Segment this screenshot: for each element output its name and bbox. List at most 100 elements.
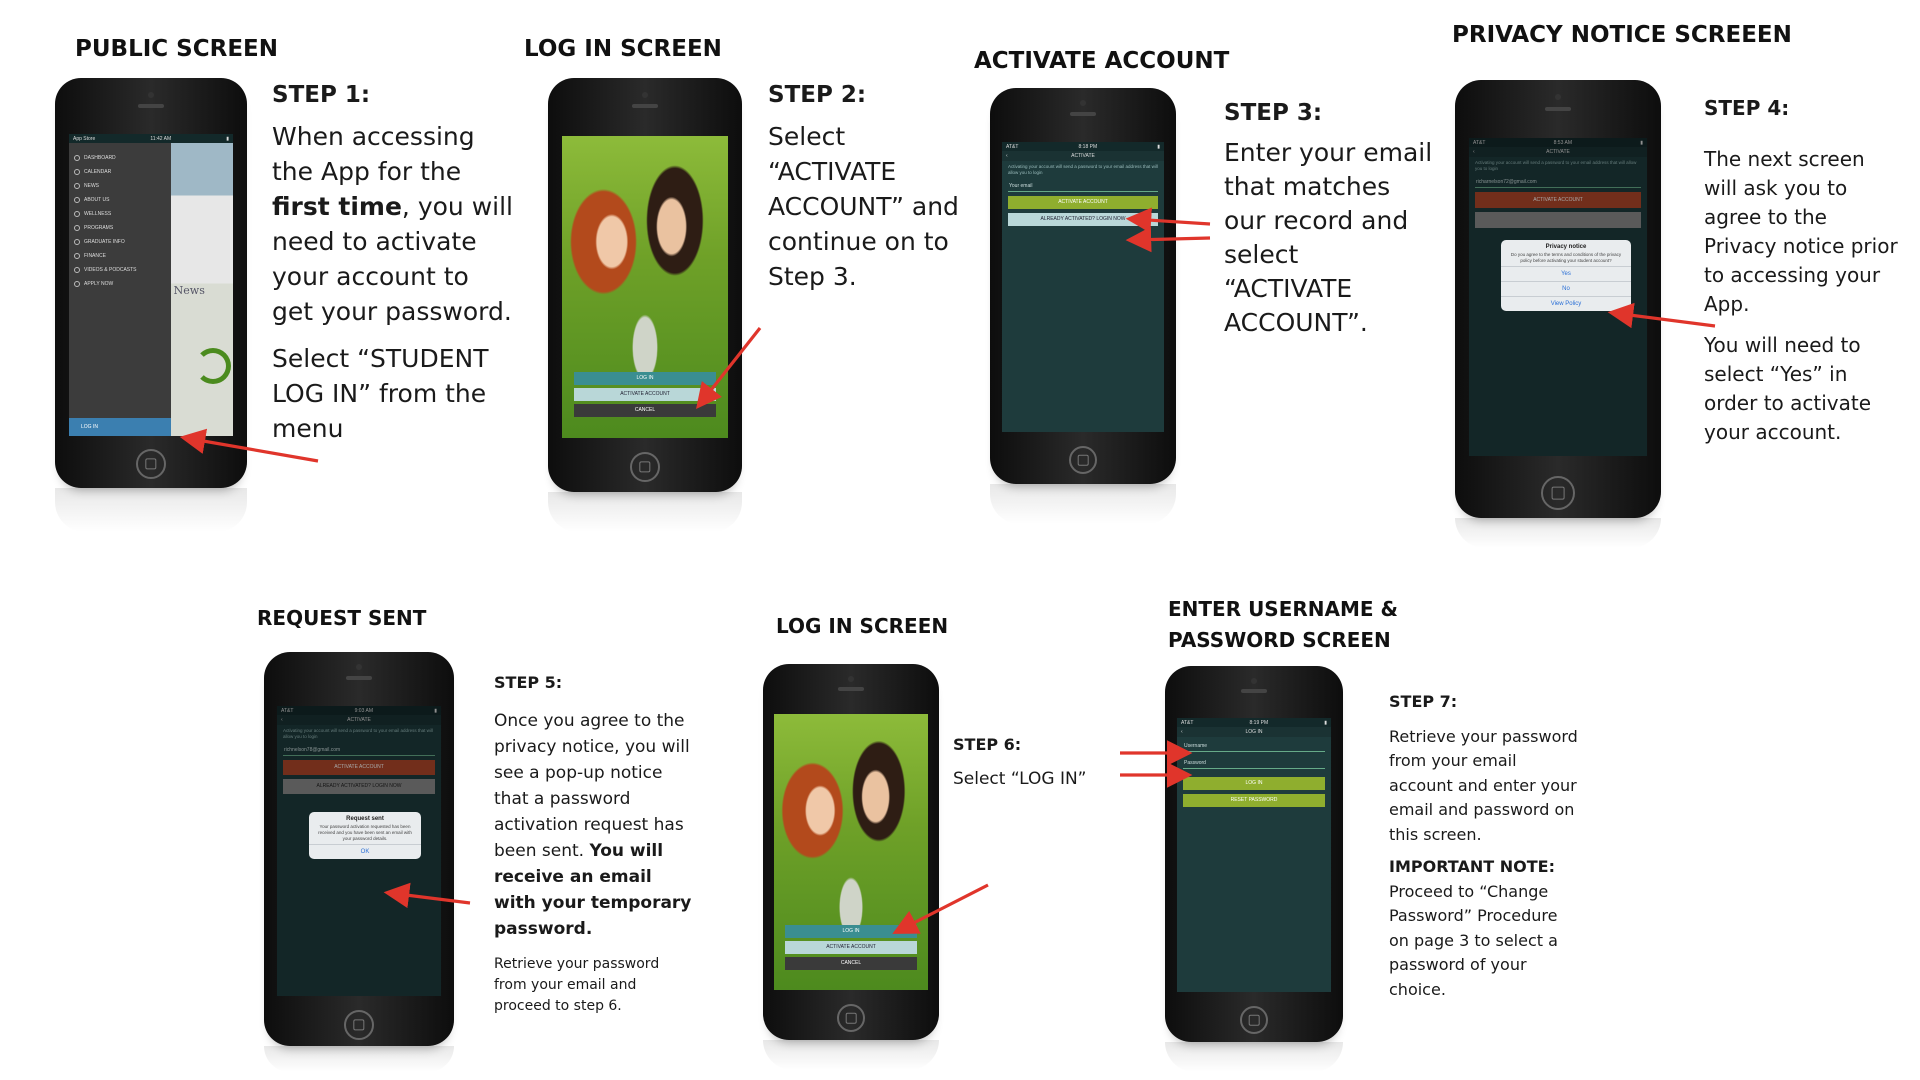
request-ok-button[interactable]: OK — [309, 844, 421, 859]
phone-speaker — [1070, 112, 1096, 116]
step-7-heading: STEP 7: — [1389, 692, 1458, 711]
step-1-p1-bold: first time — [272, 192, 402, 221]
step-5-text: STEP 5: Once you agree to the privacy no… — [494, 670, 694, 1029]
already-activated-button[interactable]: ALREADY ACTIVATED? LOGIN NOW — [283, 779, 435, 794]
title-activate-account: ACTIVATE ACCOUNT — [974, 48, 1230, 74]
email-field[interactable]: Your email — [1008, 181, 1158, 192]
activate-account-button[interactable]: ACTIVATE ACCOUNT — [573, 387, 717, 401]
request-dialog-title: Request sent — [346, 816, 384, 822]
status-time: 8:53 AM — [1553, 139, 1572, 146]
title-line-1: ENTER USERNAME & — [1168, 597, 1398, 621]
phone-camera — [1555, 94, 1561, 100]
step-4-text: STEP 4: The next screen will ask you to … — [1704, 94, 1904, 459]
step-6-paragraph: Select “LOG IN” — [953, 769, 1087, 789]
cancel-button[interactable]: CANCEL — [784, 957, 918, 971]
step-1-p1-a: When accessing the App for the — [272, 122, 475, 186]
phone-camera — [642, 92, 648, 98]
menu-login-item[interactable]: LOG IN — [69, 418, 171, 436]
nav-bar: ‹ACTIVATE — [1469, 147, 1647, 157]
already-activated-button[interactable]: ALREADY ACTIVATED? LOGIN NOW — [1008, 213, 1158, 226]
username-field[interactable]: Username — [1183, 741, 1325, 752]
home-button[interactable] — [837, 1004, 865, 1032]
status-time: 8:19 PM — [1249, 719, 1269, 726]
menu-item-icon — [74, 239, 80, 245]
step-5-p1-a: Once you agree to the privacy notice, yo… — [494, 711, 690, 861]
home-button[interactable] — [344, 1010, 374, 1040]
nav-title: ACTIVATE — [347, 717, 371, 723]
home-button[interactable] — [136, 449, 166, 479]
home-button[interactable] — [1541, 476, 1575, 510]
step-1-heading: STEP 1: — [272, 82, 371, 108]
home-button[interactable] — [1069, 446, 1097, 474]
phone-reflection — [548, 492, 742, 532]
step-2-heading: STEP 2: — [768, 82, 867, 108]
activate-account-button[interactable]: ACTIVATE ACCOUNT — [283, 760, 435, 775]
menu-item[interactable]: GRADUATE INFO — [69, 235, 171, 249]
home-button[interactable] — [630, 452, 660, 482]
step-1-p1-c: , you will need to activate your account… — [272, 192, 513, 326]
menu-item[interactable]: WELLNESS — [69, 207, 171, 221]
menu-item[interactable]: VIDEOS & PODCASTS — [69, 263, 171, 277]
menu-item[interactable]: CALENDAR — [69, 165, 171, 179]
already-activated-button[interactable] — [1475, 212, 1641, 228]
menu-item[interactable]: APPLY NOW — [69, 277, 171, 291]
phone-reflection — [1165, 1042, 1343, 1072]
phone-speaker — [632, 104, 658, 108]
step-7-paragraph-1: Retrieve your password from your email a… — [1389, 726, 1578, 844]
cancel-button[interactable]: CANCEL — [573, 403, 717, 417]
step-5-paragraph-1: Once you agree to the privacy notice, yo… — [494, 708, 694, 942]
menu-item[interactable]: DASHBOARD — [69, 151, 171, 165]
menu-item-icon — [74, 225, 80, 231]
status-time: 11:42 AM — [150, 135, 172, 142]
nav-title: LOG IN — [1245, 729, 1263, 735]
activate-account-button[interactable]: ACTIVATE ACCOUNT — [1475, 192, 1641, 208]
step-5-paragraph-2: Retrieve your password from your email a… — [494, 956, 660, 1014]
step-4-paragraph-1: The next screen will ask you to agree to… — [1704, 147, 1898, 316]
activate-info-text: Activating your account will send a pass… — [283, 728, 433, 739]
menu-item[interactable]: NEWS — [69, 179, 171, 193]
menu-item[interactable]: ABOUT US — [69, 193, 171, 207]
news-panel: News — [170, 143, 233, 436]
menu-item-icon — [74, 169, 80, 175]
phone-camera — [1251, 678, 1257, 684]
menu-item-label: APPLY NOW — [84, 281, 114, 287]
password-field[interactable]: Password — [1183, 758, 1325, 769]
step-7-note-heading: IMPORTANT NOTE: — [1389, 857, 1555, 876]
login-button[interactable]: LOG IN — [1183, 777, 1325, 790]
menu-item[interactable]: FINANCE — [69, 249, 171, 263]
step-7-note: Proceed to “Change Password” Procedure o… — [1389, 881, 1558, 999]
menu-item-label: FINANCE — [84, 253, 106, 259]
step-1-paragraph-1: When accessing the App for the first tim… — [272, 119, 517, 329]
login-button[interactable]: LOG IN — [573, 371, 717, 385]
email-field[interactable]: richarnelson72@gmail.com — [1475, 177, 1641, 188]
phone-login-screen-2: LOG IN ACTIVATE ACCOUNT CANCEL — [763, 664, 939, 1040]
step-6-text: STEP 6: Select “LOG IN” — [953, 732, 1123, 804]
activate-account-button[interactable]: ACTIVATE ACCOUNT — [784, 941, 918, 955]
view-policy-button[interactable]: View Policy — [1501, 296, 1631, 311]
privacy-no-button[interactable]: No — [1501, 281, 1631, 296]
news-label: News — [173, 283, 205, 297]
reset-password-button[interactable]: RESET PASSWORD — [1183, 794, 1325, 807]
privacy-yes-button[interactable]: Yes — [1501, 266, 1631, 281]
menu-item-icon — [74, 183, 80, 189]
menu-item-label: GRADUATE INFO — [84, 239, 125, 245]
activate-account-button[interactable]: ACTIVATE ACCOUNT — [1008, 196, 1158, 209]
email-field[interactable]: richnelson78@gmail.com — [283, 745, 435, 756]
menu-item[interactable]: PROGRAMS — [69, 221, 171, 235]
login-button[interactable]: LOG IN — [784, 925, 918, 939]
phone-reflection — [55, 488, 247, 532]
menu-item-icon — [74, 211, 80, 217]
phone-camera — [1080, 100, 1086, 106]
step-7-text: STEP 7: Retrieve your password from your… — [1389, 690, 1579, 1002]
home-button[interactable] — [1240, 1006, 1268, 1034]
